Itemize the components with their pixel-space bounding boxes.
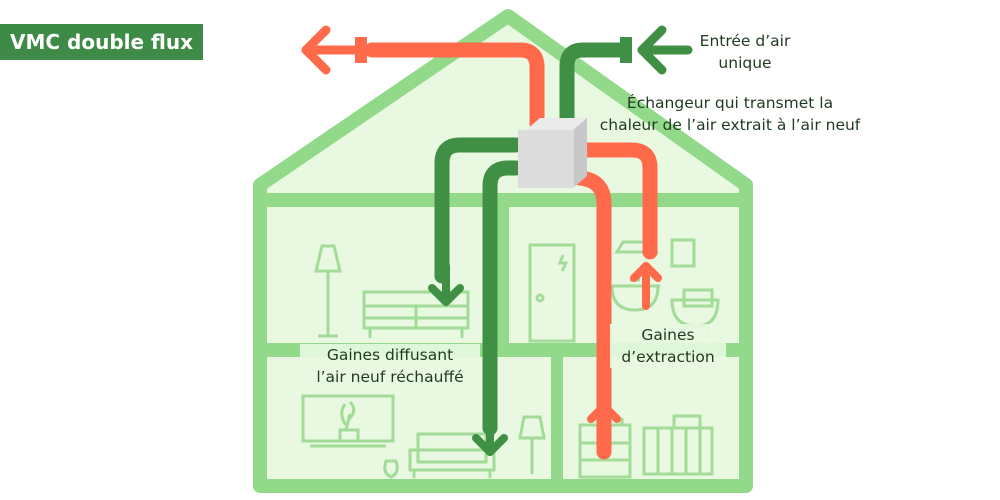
exhaust-duct xyxy=(364,42,545,132)
exchanger-label: Échangeur qui transmet la chaleur de l’a… xyxy=(599,94,861,134)
small-vase-icon xyxy=(383,459,399,479)
extraction-duct-bathroom xyxy=(572,142,658,260)
exhaust-cap xyxy=(355,37,367,63)
supply-arrow-upper-icon xyxy=(428,262,464,306)
sofa-icon xyxy=(362,290,470,338)
extraction-ducts-label: Gaines d’extraction xyxy=(610,324,726,368)
intake-label: Entrée d’air unique xyxy=(699,32,791,72)
heat-exchanger xyxy=(518,118,587,188)
extraction-ducts xyxy=(364,42,658,460)
intake-cap xyxy=(620,37,632,63)
supply-arrow-lower-icon xyxy=(472,414,508,456)
supply-duct-upper xyxy=(434,137,524,284)
extraction-arrow-lower-icon xyxy=(587,402,621,454)
furniture xyxy=(301,238,720,479)
supply-ducts-label: Gaines diffusant l’air neuf réchauffé xyxy=(300,344,480,388)
page-title: VMC double flux xyxy=(0,24,203,60)
extraction-duct-lower xyxy=(572,170,612,460)
fresh-air-ducts xyxy=(434,42,628,436)
intake-duct xyxy=(559,42,628,132)
floor-lamp-icon xyxy=(314,244,342,338)
extraction-arrow-bathroom-icon xyxy=(630,262,662,310)
plant-icon xyxy=(338,400,360,443)
side-lamp-icon xyxy=(518,415,546,474)
supply-duct-lower xyxy=(482,160,524,436)
door-icon xyxy=(528,243,576,343)
exhaust-arrow-icon xyxy=(301,25,361,75)
intake-arrow-icon xyxy=(637,25,693,75)
radiator-icon xyxy=(642,414,714,476)
